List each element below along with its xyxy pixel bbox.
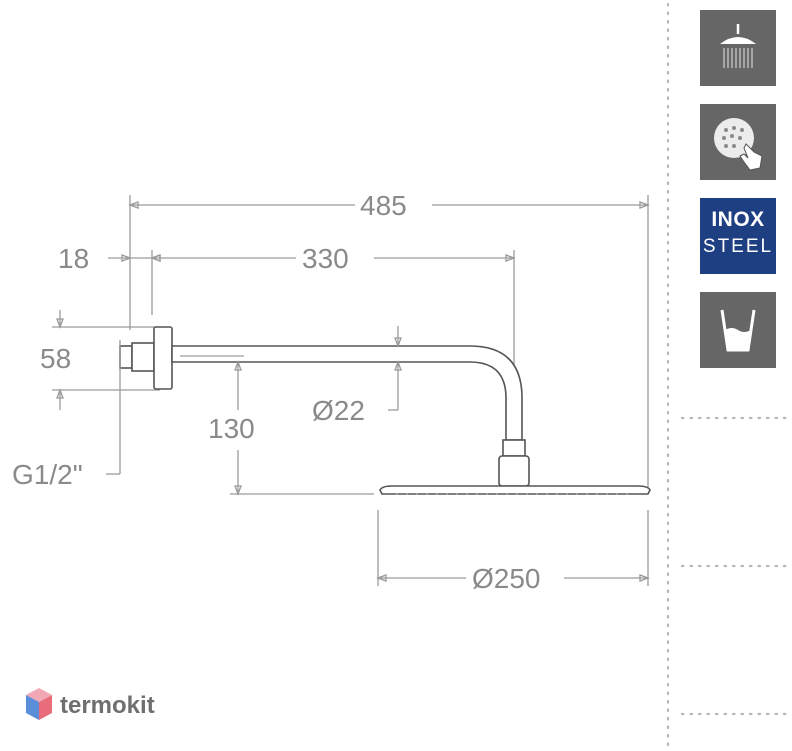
dimension-flange-height: 58 [40, 310, 160, 410]
inox-label: INOX [711, 208, 765, 231]
shower-arm [119, 326, 530, 487]
termokit-logo-icon [26, 688, 52, 720]
dimension-label-thread: G1/2" [12, 459, 83, 490]
brand-name: termokit [60, 692, 155, 719]
dimension-label-flange-offset: 18 [58, 243, 89, 274]
easy-clean-nozzles-icon [700, 104, 776, 180]
dimension-total-length: 485 [128, 190, 650, 490]
dimension-drop-height: 130 [208, 360, 374, 496]
inox-steel-badge: INOX STEEL [700, 198, 776, 274]
dimension-head-diameter: Ø250 [376, 510, 650, 594]
dimension-label-head-diameter: Ø250 [472, 563, 541, 594]
dimension-flange-offset: 18 [58, 243, 161, 315]
dimension-pipe-diameter: Ø22 [312, 326, 402, 426]
dimension-label-total-length: 485 [360, 190, 407, 221]
dimension-label-flange-height: 58 [40, 343, 71, 374]
steel-label: STEEL [702, 236, 774, 257]
dimension-label-arm-length: 330 [302, 243, 349, 274]
shower-head [379, 485, 651, 495]
water-saving-icon [700, 292, 776, 368]
dimension-thread: G1/2" [12, 340, 121, 490]
dimension-label-drop-height: 130 [208, 413, 255, 444]
dimension-label-pipe-diameter: Ø22 [312, 395, 365, 426]
rain-shower-icon [700, 10, 776, 86]
